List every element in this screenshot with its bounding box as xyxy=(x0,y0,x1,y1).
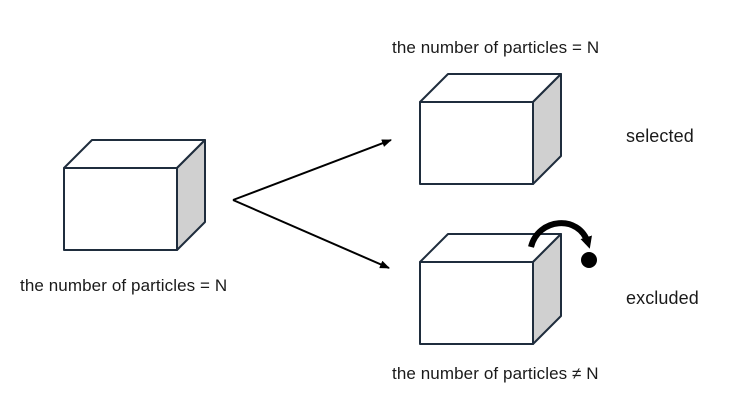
selected-cube-front xyxy=(419,101,534,185)
excluded-box-label: the number of particles ≠ N xyxy=(392,364,599,383)
left-box-label: the number of particles = N xyxy=(20,276,228,295)
selected-box-label: the number of particles = N xyxy=(392,38,600,57)
arrow-to-excluded xyxy=(232,199,390,269)
arrow-to-selected xyxy=(232,139,392,201)
left-cube xyxy=(63,139,206,251)
curved-arrow-icon xyxy=(528,220,592,249)
excluded-label: excluded xyxy=(626,288,699,308)
excluded-cube xyxy=(419,233,562,345)
selected-label: selected xyxy=(626,126,694,146)
left-cube-front xyxy=(63,167,178,251)
selected-cube xyxy=(419,73,562,185)
particle-dot-icon xyxy=(581,252,597,268)
excluded-cube-front xyxy=(419,261,534,345)
